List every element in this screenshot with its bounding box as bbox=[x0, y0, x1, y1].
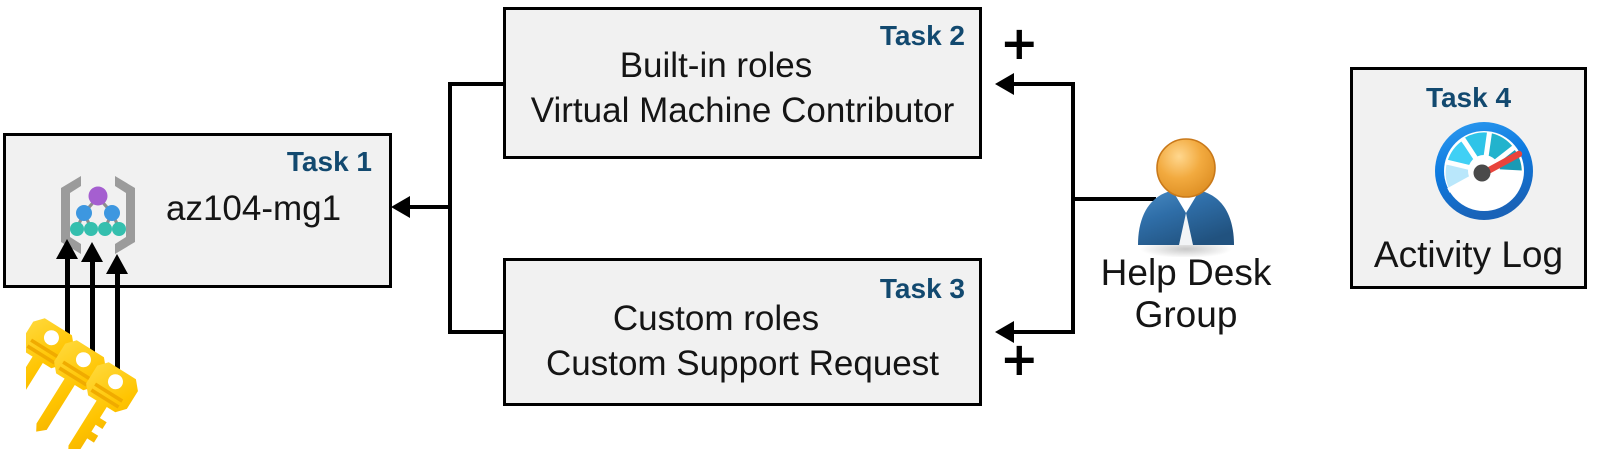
task2-box[interactable]: Task 2 Built-in roles Virtual Machine Co… bbox=[503, 7, 982, 159]
key-arrow-head-1 bbox=[56, 239, 78, 259]
connector-to-task1 bbox=[409, 205, 451, 209]
key-arrow-shaft-3 bbox=[115, 273, 120, 405]
activity-log-gauge-svg bbox=[1435, 122, 1533, 220]
connector-to-task3 bbox=[1013, 330, 1075, 334]
keys-svg bbox=[4, 318, 138, 449]
task1-label: Task 1 bbox=[286, 146, 372, 177]
task3-text-line1: Custom roles bbox=[612, 299, 820, 338]
key-arrow-head-2 bbox=[81, 242, 103, 262]
key-arrow-shaft-2 bbox=[90, 261, 95, 381]
keys-icon bbox=[4, 308, 170, 449]
key-arrow-shaft-1 bbox=[65, 258, 70, 358]
arrow-into-task3 bbox=[995, 321, 1014, 343]
task4-label: Task 4 bbox=[1425, 82, 1512, 113]
task2-text-line1: Built-in roles bbox=[619, 46, 813, 85]
person-caption: Help Desk Group bbox=[1073, 252, 1299, 336]
connector-task3-left-stub bbox=[448, 330, 506, 334]
plus-sign-task2: + bbox=[1000, 16, 1039, 70]
task2-text-line2: Virtual Machine Contributor bbox=[530, 91, 955, 130]
management-group-icon bbox=[51, 168, 145, 262]
activity-log-gauge-icon bbox=[1431, 118, 1537, 224]
plus-sign-task3: + bbox=[1000, 332, 1039, 386]
task4-text-line1: Activity Log bbox=[1373, 234, 1564, 275]
task3-box[interactable]: Task 3 Custom roles Custom Support Reque… bbox=[503, 258, 982, 406]
connector-person-stub bbox=[1074, 197, 1156, 201]
person-caption-line2: Group bbox=[1134, 294, 1238, 336]
arrow-into-task1 bbox=[391, 196, 410, 218]
task2-label: Task 2 bbox=[879, 20, 965, 51]
task4-box[interactable]: Task 4 bbox=[1350, 67, 1587, 289]
connector-task2-left-stub bbox=[448, 82, 506, 86]
connector-to-task2 bbox=[1013, 82, 1075, 86]
task1-box[interactable]: Task 1 bbox=[3, 133, 392, 288]
task1-text-line1: az104-mg1 bbox=[166, 189, 342, 228]
task3-label: Task 3 bbox=[879, 273, 965, 304]
key-arrow-head-3 bbox=[106, 254, 128, 274]
user-group-icon bbox=[1126, 137, 1246, 258]
management-group-svg bbox=[61, 176, 135, 254]
connector-right-trunk bbox=[1071, 82, 1075, 334]
arrow-into-task2 bbox=[995, 73, 1014, 95]
user-group-svg bbox=[1138, 138, 1234, 258]
person-caption-line1: Help Desk bbox=[1100, 252, 1272, 293]
task3-text-line2: Custom Support Request bbox=[546, 344, 939, 383]
